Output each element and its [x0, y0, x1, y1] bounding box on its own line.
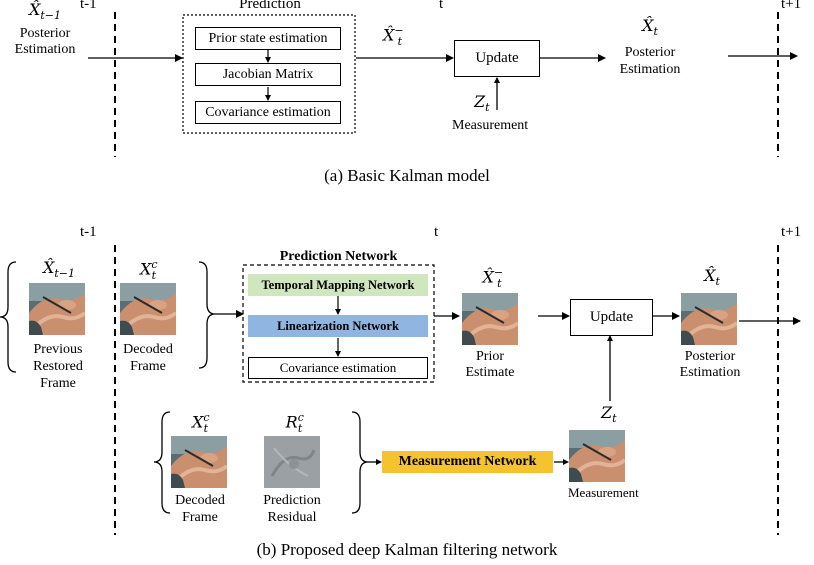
decoded-frame-image	[120, 283, 176, 335]
prediction-title: Prediction	[239, 0, 301, 12]
input-caption-line2: Estimation	[14, 42, 76, 58]
brace-meas-right	[351, 411, 369, 514]
update-box-a: Update	[454, 40, 540, 77]
measurement-caption-b: Measurement	[568, 485, 639, 500]
prior-symbol-a: X̂−t	[383, 24, 404, 48]
decoded-symbol: Xct	[140, 258, 158, 282]
brace-prev-left	[0, 261, 17, 373]
input-subscript: t−1	[40, 9, 62, 23]
linearization-network: Linearization Network	[248, 315, 428, 337]
previous-restored-frame-image	[29, 283, 85, 335]
decoded2-symbol: Xct	[192, 411, 210, 435]
measurement-label-a: Measurement	[452, 118, 529, 133]
time-label-b-t-minus-1: t-1	[80, 224, 97, 240]
caption-a: (a) Basic Kalman model	[324, 166, 490, 185]
measurement-symbol-b: Zt	[601, 403, 617, 426]
prior-estimate-image	[462, 293, 518, 345]
posterior-symbol-b: X̂t	[704, 266, 720, 289]
step-covariance-estimation: Covariance estimation	[195, 101, 341, 124]
posterior-estimation-image	[681, 293, 737, 345]
prediction-network-title: Prediction Network	[279, 249, 398, 264]
temporal-mapping-network: Temporal Mapping Network	[248, 274, 428, 296]
output-caption-line1: Posterior	[624, 45, 676, 61]
prev-symbol: X̂t−1	[42, 258, 76, 281]
measurement-network: Measurement Network	[382, 451, 553, 473]
output-caption-line2: Estimation	[619, 62, 681, 78]
caption-b: (b) Proposed deep Kalman filtering netwo…	[256, 540, 558, 559]
prediction-container-a	[182, 14, 356, 134]
time-label-a-t: t	[439, 0, 444, 12]
covariance-estimation-b: Covariance estimation	[248, 357, 428, 379]
measurement-symbol-a: Zt	[474, 92, 490, 115]
prediction-residual-image	[264, 436, 320, 488]
time-label-a-t-minus-1: t-1	[80, 0, 97, 12]
output-posterior-group: X̂t Posterior Estimation	[610, 16, 690, 78]
input-caption-line1: Posterior	[19, 26, 71, 42]
time-label-b-t-plus-1: t+1	[781, 224, 802, 240]
input-symbol: X̂	[28, 0, 41, 19]
time-label-a-t-plus-1: t+1	[781, 0, 802, 12]
measurement-image	[569, 430, 625, 482]
decoded-frame-image-2	[171, 436, 227, 488]
residual-symbol: Rct	[285, 411, 304, 435]
update-box-b: Update	[570, 299, 653, 336]
step-prior-state-estimation: Prior state estimation	[195, 27, 341, 50]
step-jacobian-matrix: Jacobian Matrix	[195, 63, 341, 86]
input-posterior-group: X̂t−1 Posterior Estimation	[12, 0, 78, 58]
brace-decoded-right	[198, 261, 216, 369]
prior-symbol-b: X̂−t	[482, 266, 504, 290]
time-label-b-t: t	[434, 224, 439, 240]
brace-meas-left	[153, 411, 171, 514]
